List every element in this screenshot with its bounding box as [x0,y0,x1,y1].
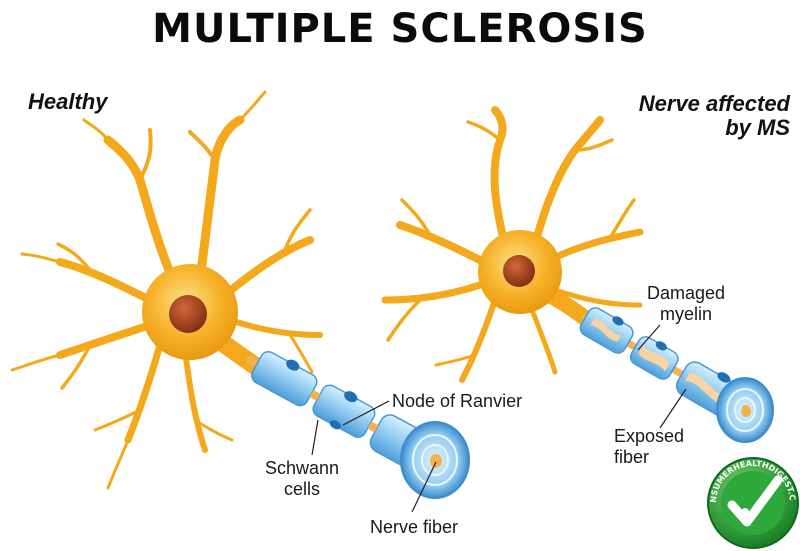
label-node-of-ranvier: Node of Ranvier [392,391,523,411]
healthy-axon [246,351,470,499]
label-damaged-myelin: Damaged myelin [636,283,736,325]
label-damaged-line2: myelin [659,304,712,324]
label-schwann-line1: Schwann [264,458,340,478]
healthy-panel-title: Healthy [28,89,108,114]
schwann-cell [250,351,318,407]
ms-axon [579,307,774,443]
ms-panel-title-line1: Nerve affected [638,91,790,116]
ms-panel-title-line2: by MS [725,115,790,140]
ms-pointers [637,324,687,429]
healthy-neuron [10,90,323,490]
ms-panel-title: Nerve affected by MS [639,92,790,140]
label-nerve-fiber: Nerve fiber [370,517,459,537]
schwann-cell [312,384,376,438]
healthy-pointers [311,400,437,513]
healthy-nucleus [169,295,207,333]
label-exposed-line1: Exposed [614,426,685,446]
page-title: MULTIPLE SCLEROSIS [152,6,648,52]
label-schwann-line2: cells [283,479,320,499]
label-exposed-line2: fiber [614,447,650,467]
label-damaged-line1: Damaged [646,283,726,303]
checkmark-icon [727,475,783,527]
label-schwann-cells: Schwann cells [262,458,342,500]
ms-nucleus [503,255,535,287]
label-exposed-fiber: Exposed fiber [614,426,684,468]
